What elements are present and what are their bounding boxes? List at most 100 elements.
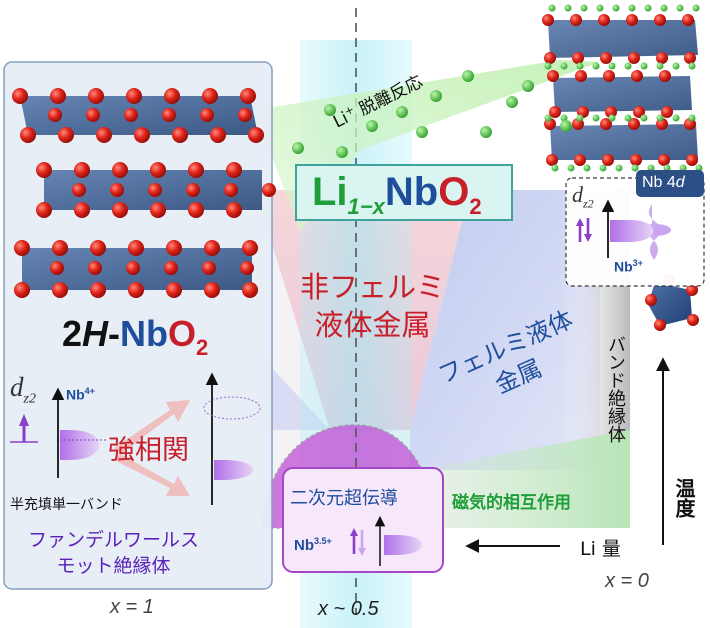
nb4d-label: Nb 4d	[642, 174, 685, 192]
oxygen-atom	[659, 70, 671, 82]
li-atom	[672, 62, 680, 70]
li-atom	[692, 4, 700, 12]
li-atom	[608, 62, 616, 70]
oxygen-atom	[166, 240, 182, 256]
li-atom	[596, 4, 604, 12]
oxygen-atom	[262, 183, 276, 197]
li-atom	[564, 4, 572, 12]
nb3-text: Nb	[614, 258, 633, 275]
non-fermi-line1: 非フェルミ	[300, 270, 446, 304]
oxygen-atom	[210, 127, 226, 143]
d-letter: d	[10, 372, 24, 402]
strong-corr-arrow-up	[114, 400, 190, 454]
oxygen-atom	[188, 162, 204, 178]
oxygen-atom	[126, 261, 140, 275]
li-atom	[656, 62, 664, 70]
d-sub: z2	[23, 391, 36, 407]
nb3-filled-lobe	[610, 220, 654, 242]
oxygen-atom	[36, 162, 52, 178]
oxygen-atom	[605, 106, 617, 118]
oxygen-atom	[204, 240, 220, 256]
li-atom	[688, 62, 696, 70]
li-ion	[480, 126, 492, 138]
oxygen-atom	[547, 70, 559, 82]
oxygen-atom	[684, 52, 696, 64]
magnetic-label: 磁気的相互作用	[452, 493, 571, 513]
oxygen-atom	[58, 127, 74, 143]
oxygen-atom	[166, 282, 182, 298]
oxygen-atom	[603, 70, 615, 82]
nb4-half-lobe	[60, 430, 100, 460]
oxygen-atom	[90, 240, 106, 256]
li-atom	[640, 114, 648, 122]
oxygen-atom	[226, 162, 242, 178]
li-atom	[679, 164, 687, 172]
left-compound-o: O	[168, 313, 197, 354]
superconductor-label: 二次元超伝導	[290, 488, 398, 509]
li-atom	[660, 4, 668, 12]
li-ions-flying	[292, 70, 572, 158]
oxygen-atom	[12, 88, 28, 104]
oxygen-atom	[112, 202, 128, 218]
li-ion	[396, 106, 408, 118]
li-atom	[560, 114, 568, 122]
oxygen-atom	[658, 154, 670, 166]
oxygen-atom	[88, 261, 102, 275]
sc-lobe	[384, 535, 423, 555]
li-atom	[592, 114, 600, 122]
oxygen-atom	[36, 202, 52, 218]
li-amount-label: Li 量	[580, 538, 621, 560]
oxygen-atom	[164, 261, 178, 275]
li-atom	[612, 4, 620, 12]
oxygen-atom	[128, 240, 144, 256]
nb35-text: Nb	[294, 537, 314, 554]
oxygen-atom	[570, 14, 582, 26]
nb35-label: Nb3.5+	[294, 536, 332, 554]
oxygen-atom	[88, 88, 104, 104]
oxygen-atom	[188, 202, 204, 218]
nb4-text: Nb	[66, 386, 85, 403]
oxygen-atom	[628, 52, 640, 64]
x05-label: x ~ 0.5	[318, 598, 379, 620]
compound-title: Li1−xNbO2	[312, 168, 482, 231]
li-ion	[336, 146, 348, 158]
li-atom	[544, 62, 552, 70]
nb4d-badge	[636, 170, 704, 197]
nb4d-italic: d	[675, 174, 685, 191]
oxygen-atom	[50, 261, 64, 275]
oxygen-atom	[542, 14, 554, 26]
li-atom	[631, 164, 639, 172]
li-atom	[583, 164, 591, 172]
li-atom	[624, 62, 632, 70]
oxygen-atom	[656, 52, 668, 64]
li-ion	[430, 90, 442, 102]
oxygen-atom	[50, 88, 66, 104]
oxygen-atom	[74, 162, 90, 178]
li-atom	[644, 4, 652, 12]
oxygen-atom	[242, 282, 258, 298]
oxygen-atom	[240, 261, 254, 275]
nb3-sup: 3+	[632, 258, 643, 268]
li-ion	[292, 142, 304, 154]
oxygen-atom	[48, 108, 62, 122]
oxygen-atom	[600, 118, 612, 130]
oxygen-atom	[202, 261, 216, 275]
oxygen-atom	[686, 154, 698, 166]
oxygen-atom	[600, 52, 612, 64]
li-atom	[628, 4, 636, 12]
nb35-sup: 3.5+	[314, 536, 332, 546]
oxygen-atom	[126, 88, 142, 104]
oxygen-atom	[549, 106, 561, 118]
oxygen-atom	[575, 70, 587, 82]
li-atom	[640, 62, 648, 70]
li-atom	[548, 4, 556, 12]
strong-corr-arrow-down	[114, 454, 190, 496]
fermi-region	[410, 190, 600, 470]
compound-nb: Nb	[384, 170, 439, 214]
oxygen-atom	[572, 52, 584, 64]
oxygen-atom	[238, 108, 252, 122]
half-filled-label: 半充填単一バンド	[10, 497, 123, 513]
compound-li: Li	[312, 170, 348, 214]
oxygen-atom	[602, 154, 614, 166]
